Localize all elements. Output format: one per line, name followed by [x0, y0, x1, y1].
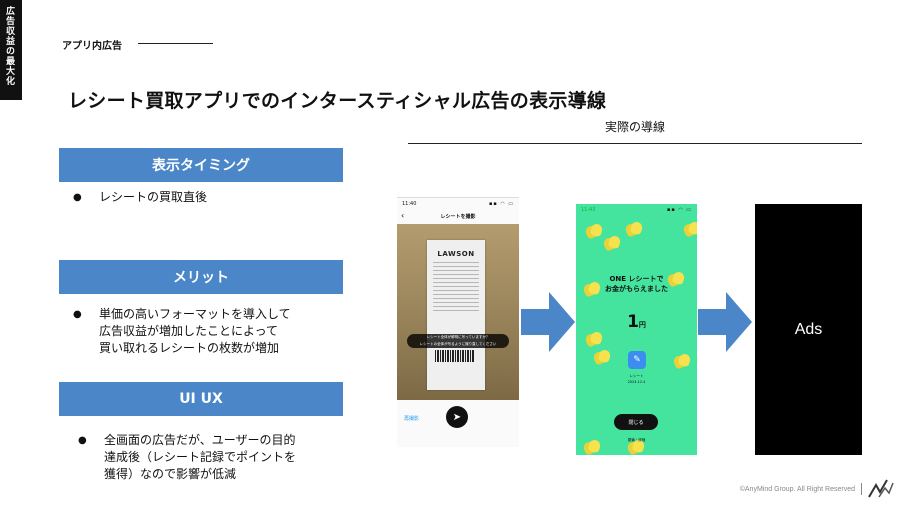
bullet-text: レシートの買取直後: [99, 190, 208, 204]
clap-icon: [594, 350, 610, 364]
footer-divider: [861, 483, 862, 495]
back-icon: ‹: [401, 211, 405, 220]
bullet-text: 全画面の広告だが、ユーザーの目的 達成後（レシート記録でポイントを 獲得）なので…: [104, 433, 297, 481]
flow-label: 実際の導線: [604, 120, 665, 134]
bullet-dot: ●: [73, 309, 82, 320]
clap-icon: [626, 222, 642, 236]
bullet-item-timing: ● レシートの買取直後: [73, 189, 207, 206]
category-heading-timing: 表示タイミング: [59, 148, 343, 182]
app-name: レシート: [629, 374, 644, 378]
status-icons: ▪▪ ◠ ▭: [666, 207, 692, 213]
category-heading-merit: メリット: [59, 260, 343, 294]
receipt-lines: [433, 262, 479, 312]
bullet-dot: ●: [78, 435, 87, 446]
close-button: 閉じる: [614, 414, 658, 430]
bullet-item-uiux: ● 全画面の広告だが、ユーザーの目的 達成後（レシート記録でポイントを 獲得）な…: [78, 432, 296, 483]
flow-divider: [408, 143, 862, 144]
slide-title: レシート買取アプリでのインタースティシャル広告の表示導線: [68, 90, 607, 112]
copyright-text: ©AnyMind Group. All Right Reserved: [739, 486, 855, 493]
reward-amount-value: 1: [627, 312, 639, 332]
clap-icon: [674, 354, 690, 368]
clap-icon: [684, 222, 697, 236]
bullet-dot: ●: [73, 192, 82, 203]
flow-arrow-icon: [698, 292, 752, 352]
side-section-tab: 広告収益の最大化: [0, 0, 22, 100]
capture-hint-toast: レシート全体が鮮明に写っていますか？ レシートの全体が写るように撮り直してくださ…: [407, 334, 509, 348]
clap-icon: [604, 236, 620, 250]
side-section-tab-label: 広告収益の最大化: [4, 6, 14, 86]
bullet-item-merit: ● 単価の高いフォーマットを導入して 広告収益が増加したことによって 買い取れる…: [73, 306, 291, 357]
reward-footer: 閉鎖・詳細: [627, 438, 646, 442]
reward-amount: 1円: [576, 312, 697, 332]
category-heading-uiux: UI UX: [59, 382, 343, 416]
reward-message: ONE レシートで お金がもらえました: [605, 275, 668, 293]
bullet-text: 単価の高いフォーマットを導入して 広告収益が増加したことによって 買い取れるレシ…: [99, 307, 291, 355]
clap-icon: [586, 332, 602, 346]
section-label: アプリ内広告: [62, 41, 122, 52]
category-heading-label: 表示タイミング: [152, 158, 250, 174]
ad-label: Ads: [794, 320, 823, 338]
screen-title: レシートを撮影: [440, 214, 476, 220]
send-icon: ➤: [446, 406, 468, 428]
app-icon: ✎: [628, 351, 646, 369]
category-heading-label: メリット: [173, 270, 229, 286]
status-icons: ▪▪ ◠ ▭: [488, 201, 514, 207]
interstitial-ad-screen: Ads: [755, 204, 862, 455]
category-heading-label: UI UX: [179, 391, 223, 407]
status-time: 11:43: [581, 207, 596, 213]
reward-date: 2024.12.4: [627, 380, 646, 384]
brand-logo-icon: [868, 479, 894, 498]
reward-amount-unit: 円: [638, 321, 646, 329]
section-divider: [138, 43, 213, 44]
receipt-photo: LAWSON レシート全体が鮮明に写っていますか？ レシートの全体が写るように撮…: [397, 224, 519, 400]
store-logo-text: LAWSON: [437, 250, 475, 258]
barcode-icon: [435, 350, 475, 362]
retake-link: 再撮影: [404, 416, 420, 422]
status-time: 11:40: [402, 201, 417, 207]
flow-arrow-icon: [521, 292, 575, 352]
clap-icon: [586, 224, 602, 238]
reward-screenshot: 11:43 ▪▪ ◠ ▭ ONE レシートで お金がもらえました 1円 ✎ レシ…: [576, 204, 697, 455]
receipt-image: LAWSON: [427, 240, 485, 390]
receipt-capture-screenshot: 11:40 ▪▪ ◠ ▭ ‹ レシートを撮影 LAWSON レシート全体が鮮明に…: [397, 197, 519, 447]
